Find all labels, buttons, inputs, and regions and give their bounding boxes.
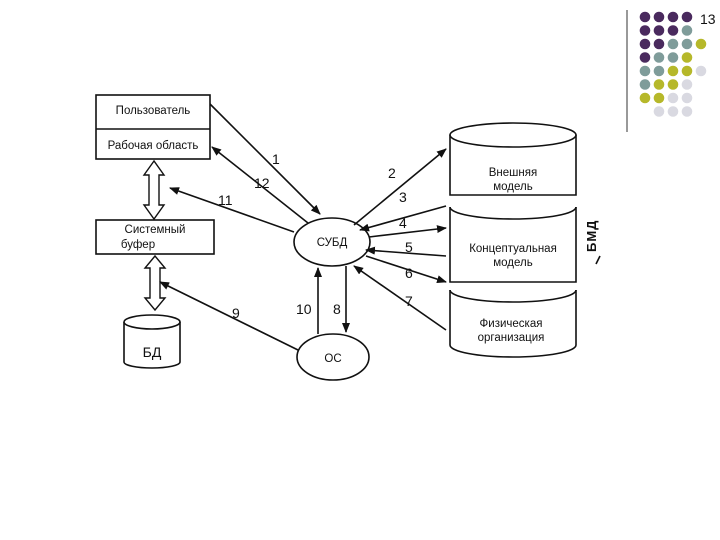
decorative-dot — [681, 52, 693, 63]
arrow-label-2: 2 — [388, 165, 396, 181]
decorative-dot — [681, 92, 693, 104]
decorative-dot — [639, 11, 651, 23]
arrow-12 — [211, 146, 309, 224]
decorative-dot — [681, 65, 693, 77]
decorative-dot — [681, 106, 693, 117]
bmd-tick — [595, 255, 601, 265]
arrow-label-9: 9 — [232, 305, 240, 321]
arrow-label-11: 11 — [218, 192, 233, 208]
decorative-dot — [667, 25, 679, 36]
arrows — [159, 103, 447, 351]
arrow-label-5: 5 — [405, 239, 413, 255]
arrow-3 — [359, 205, 447, 232]
decorative-dot — [653, 92, 665, 104]
external-model-label-line2: модель — [493, 181, 532, 193]
bmd-stack: Внешняя модель Концептуальная модель Физ… — [449, 122, 577, 358]
arrow-label-4: 4 — [399, 215, 407, 231]
decorative-dot — [653, 52, 665, 63]
decorative-dot — [695, 65, 707, 77]
decorative-dot — [653, 11, 665, 23]
os-node: ОС — [296, 333, 370, 381]
decorative-dot — [639, 92, 651, 104]
user-label: Пользователь — [116, 105, 191, 117]
decorative-dot — [681, 38, 693, 50]
user-workspace-box: Пользователь Рабочая область — [95, 94, 211, 160]
db-label: БД — [143, 344, 162, 360]
arrow-6 — [365, 255, 447, 284]
system-buffer-box: Системный буфер — [95, 219, 215, 255]
decorative-dot — [681, 25, 693, 36]
workspace-label: Рабочая область — [108, 140, 199, 152]
physical-org-label-line1: Физическая — [480, 318, 543, 330]
external-model-label-line1: Внешняя — [489, 167, 537, 179]
arrow-label-10: 10 — [296, 301, 312, 317]
dbms-node: СУБД — [293, 217, 371, 267]
bmd-label: БМД — [584, 220, 599, 252]
dbms-label: СУБД — [317, 237, 348, 249]
decorative-dot — [653, 79, 665, 90]
decorative-dot — [681, 79, 693, 90]
decorative-dot — [639, 65, 651, 77]
arrow-numbers: 1 2 3 4 5 6 7 8 9 10 11 12 — [218, 151, 413, 321]
decorative-dot — [667, 79, 679, 90]
physical-org-label-line2: организация — [478, 332, 545, 344]
arrow-4 — [368, 225, 447, 238]
arrow-label-1: 1 — [272, 151, 280, 167]
system-buffer-label-line1: Системный — [125, 224, 186, 236]
arrow-label-3: 3 — [399, 189, 407, 205]
arrow-5 — [365, 246, 447, 257]
decorative-dot — [653, 106, 665, 117]
arrow-label-12: 12 — [254, 175, 270, 191]
conceptual-model-label-line2: модель — [493, 257, 532, 269]
decorative-dot — [653, 65, 665, 77]
decorative-dot — [653, 38, 665, 50]
os-label: ОС — [324, 353, 341, 365]
decorative-dot — [667, 92, 679, 104]
decorative-dot — [667, 65, 679, 77]
buffer-db-double-arrow — [143, 254, 167, 312]
arrow-label-6: 6 — [405, 265, 413, 281]
decorative-dot-grid — [639, 11, 707, 117]
decorative-dot — [639, 52, 651, 63]
decorative-dot — [653, 25, 665, 36]
decorative-dot — [695, 38, 707, 50]
workspace-buffer-double-arrow — [142, 159, 166, 221]
decorative-dot — [681, 11, 693, 23]
arrow-7 — [353, 265, 447, 331]
page-number: 13 — [700, 11, 716, 27]
db-cylinder: БД — [123, 314, 181, 369]
decorative-dot — [639, 25, 651, 36]
decorative-dot — [667, 52, 679, 63]
arrow-11 — [169, 187, 295, 233]
decorative-dot — [639, 38, 651, 50]
decorative-dot — [667, 106, 679, 117]
decorative-dot — [639, 79, 651, 90]
system-buffer-label-line2: буфер — [121, 239, 155, 251]
arrow-2 — [353, 148, 447, 226]
arrow-9 — [159, 281, 299, 351]
arrow-label-8: 8 — [333, 301, 341, 317]
conceptual-model-label-line1: Концептуальная — [469, 243, 557, 255]
arrow-1 — [209, 103, 321, 215]
decorative-dot — [667, 38, 679, 50]
arrow-label-7: 7 — [405, 293, 413, 309]
decorative-dot — [667, 11, 679, 23]
